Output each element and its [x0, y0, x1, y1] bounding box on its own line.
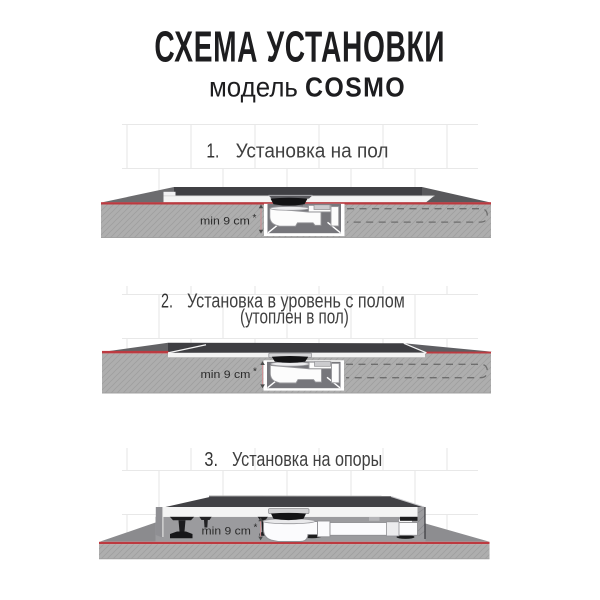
svg-text:min 9 cm: min 9 cm: [200, 368, 250, 380]
svg-text:Установка на опоры: Установка на опоры: [232, 448, 382, 470]
svg-text:(утоплен в пол): (утоплен в пол): [240, 306, 349, 328]
svg-text:COSMO: COSMO: [305, 71, 406, 103]
svg-text:1.: 1.: [206, 139, 219, 161]
svg-text:СХЕМА УСТАНОВКИ: СХЕМА УСТАНОВКИ: [154, 22, 445, 71]
svg-text:*: *: [254, 523, 258, 534]
svg-text:*: *: [253, 366, 257, 377]
svg-text:3.: 3.: [204, 447, 218, 470]
svg-text:*: *: [253, 213, 257, 224]
svg-text:2.: 2.: [161, 289, 173, 312]
svg-text:Установка на пол: Установка на пол: [236, 140, 389, 163]
svg-text:min 9 cm: min 9 cm: [201, 525, 250, 537]
svg-text:Установка в уровень с полом: Установка в уровень с полом: [187, 290, 405, 312]
svg-text:модель: модель: [209, 72, 298, 103]
svg-text:min 9 cm: min 9 cm: [200, 215, 250, 227]
